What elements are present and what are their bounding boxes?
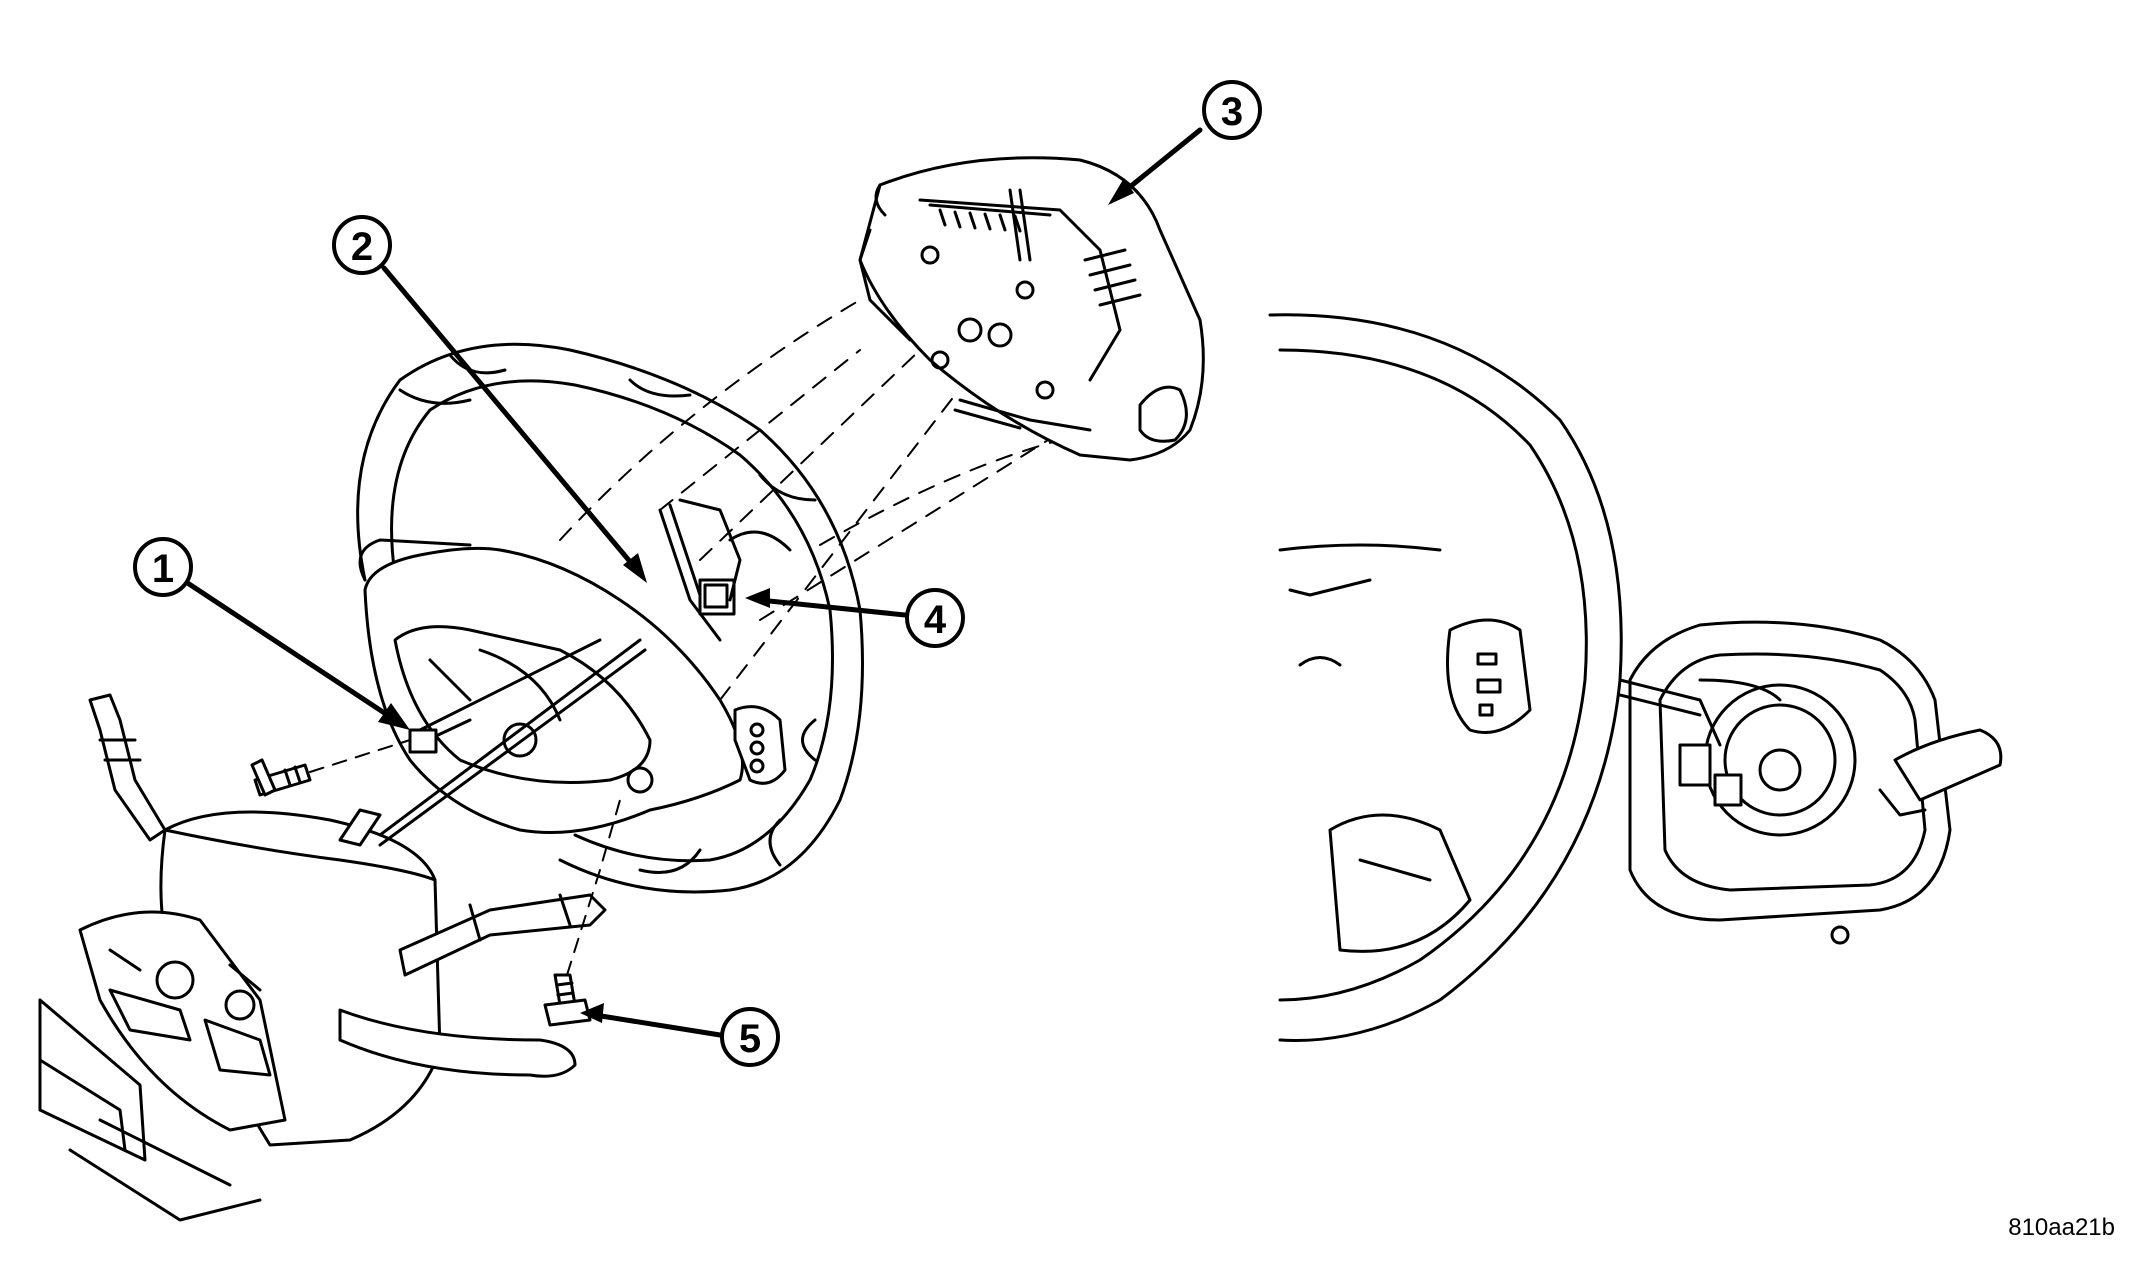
figure-reference-code: 810aa21b	[2008, 1214, 2115, 1241]
wiper-stalk	[398, 893, 607, 977]
callout-2-label: 2	[351, 225, 373, 269]
assembly-guide-lines	[559, 299, 1081, 701]
column-shroud	[78, 810, 442, 1147]
steering-column	[38, 998, 262, 1222]
arrowheads	[378, 178, 1134, 1023]
callout-3-label: 3	[1221, 90, 1243, 134]
bolt-left	[250, 758, 312, 797]
bolt-left-guide	[309, 739, 411, 773]
callout-4: 4	[905, 588, 965, 648]
callout-5-label: 5	[739, 1017, 761, 1061]
airbag-module	[858, 156, 1205, 462]
bolt-lower	[543, 973, 592, 1027]
callout-4-label: 4	[924, 598, 947, 642]
callout-2: 2	[332, 215, 392, 275]
shroud-connector	[338, 808, 382, 847]
wire-connector	[408, 718, 472, 754]
steering-wheel	[356, 342, 864, 894]
leader-lines	[180, 127, 1203, 1038]
callout-1-label: 1	[152, 547, 174, 591]
multifunction-switch-stalk	[88, 693, 167, 842]
callout-1: 1	[133, 537, 193, 597]
lever-lower	[338, 1008, 577, 1078]
clockspring-wires	[378, 638, 647, 847]
installed-view	[1268, 313, 2003, 1042]
bolt-lower-guide	[566, 799, 621, 976]
callout-5: 5	[720, 1007, 780, 1067]
callout-3: 3	[1202, 80, 1262, 140]
